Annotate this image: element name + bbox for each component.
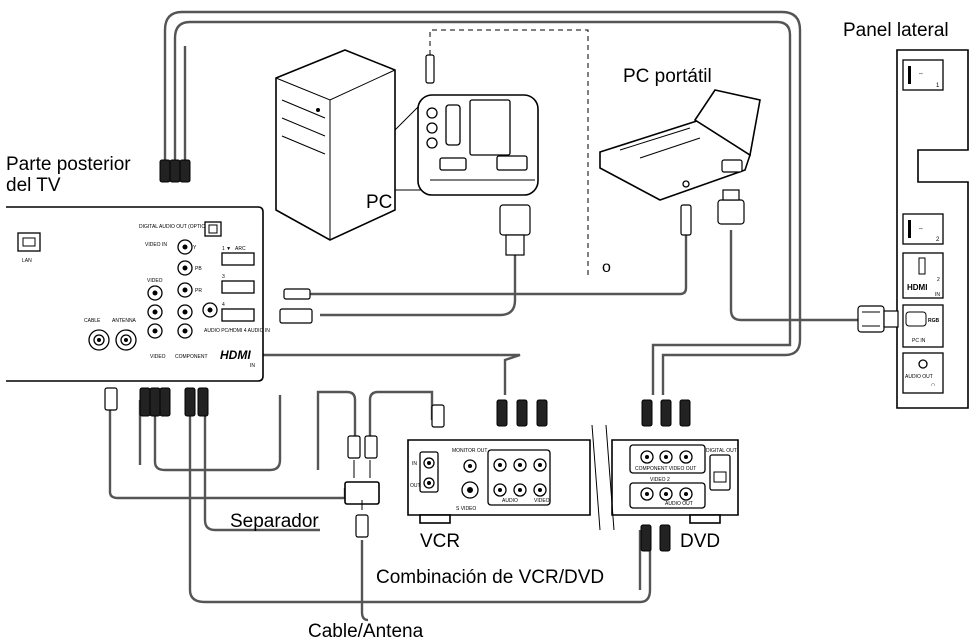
svg-text:AUDIO: AUDIO bbox=[502, 498, 518, 504]
svg-text:COMPONENT VIDEO OUT: COMPONENT VIDEO OUT bbox=[635, 466, 696, 472]
hdmi-port-2[interactable]: HDMI 2 IN bbox=[902, 252, 944, 299]
svg-text:PR: PR bbox=[195, 288, 202, 294]
svg-text:AUDIO OUT: AUDIO OUT bbox=[665, 501, 693, 507]
vcr-panel: IN OUT MONITOR OUT S VIDEO AUDIO VIDEO bbox=[410, 448, 551, 512]
side-panel-title: Panel lateral bbox=[843, 20, 949, 41]
svg-text:2: 2 bbox=[936, 237, 940, 243]
dvd-panel: COMPONENT VIDEO OUT VIDEO 2 AUDIO OUT DI… bbox=[629, 444, 737, 509]
svg-text:Y: Y bbox=[193, 245, 197, 251]
svg-text:LAN: LAN bbox=[22, 258, 32, 264]
hdmi-1-arc: 1 ▼ bbox=[222, 246, 231, 252]
usb-port-2[interactable]: 2 ⇔ bbox=[902, 213, 944, 245]
laptop-pc: PC portátil bbox=[599, 66, 761, 236]
dvd-audio-plug-l bbox=[640, 524, 652, 552]
desktop-pc: PC o bbox=[275, 49, 611, 276]
svg-text:ANTENNA: ANTENNA bbox=[112, 318, 137, 324]
antenna-in-jack[interactable] bbox=[115, 329, 137, 351]
cable-in-jack[interactable] bbox=[88, 329, 110, 351]
svg-text:CABLE: CABLE bbox=[84, 318, 101, 324]
svg-text:IN: IN bbox=[412, 461, 417, 467]
svg-text:4: 4 bbox=[222, 302, 225, 308]
vcr-label: VCR bbox=[420, 531, 460, 552]
svg-text:3: 3 bbox=[222, 274, 225, 280]
svg-text:MONITOR OUT: MONITOR OUT bbox=[452, 448, 487, 454]
audio-out-jack[interactable]: AUDIO OUT ∩ bbox=[902, 352, 944, 394]
rca-plugs-top bbox=[159, 159, 191, 183]
lan-port[interactable]: LAN bbox=[17, 232, 41, 264]
dvi-plug bbox=[499, 204, 531, 256]
svg-text:2: 2 bbox=[937, 277, 940, 283]
svg-text:PC IN: PC IN bbox=[912, 338, 926, 344]
usb-port-1[interactable]: 1 ⇔ bbox=[902, 59, 944, 91]
tv-rear-title-2: del TV bbox=[6, 175, 61, 196]
optical-out-port[interactable] bbox=[204, 221, 222, 237]
svg-text:ARC: ARC bbox=[235, 246, 246, 252]
svg-text:IN: IN bbox=[250, 363, 255, 369]
hdmi-ports[interactable]: 1 ▼ ARC 3 4 bbox=[221, 246, 255, 322]
svg-text:S VIDEO: S VIDEO bbox=[456, 506, 476, 512]
rca-plugs-bottom bbox=[104, 387, 209, 417]
tv-rear-panel: Parte posterior del TV LAN CABLE ANTENNA… bbox=[6, 154, 313, 417]
usb-icon: ⇔ bbox=[918, 71, 924, 77]
svg-text:AUDIO OUT: AUDIO OUT bbox=[905, 374, 933, 380]
svg-text:VIDEO IN: VIDEO IN bbox=[145, 242, 167, 248]
svg-text:VIDEO: VIDEO bbox=[147, 278, 163, 284]
svg-text:1: 1 bbox=[936, 83, 940, 89]
pc-back-ports bbox=[426, 99, 535, 181]
splitter-label: Separador bbox=[230, 511, 319, 532]
laptop-audio-plug bbox=[680, 204, 692, 236]
svg-text:DIGITAL AUDIO OUT (OPTICAL): DIGITAL AUDIO OUT (OPTICAL) bbox=[139, 224, 213, 230]
side-panel: Panel lateral 1 ⇔ 2 ⇔ HDMI 2 IN RGB bbox=[843, 20, 969, 409]
svg-text:PB: PB bbox=[195, 266, 202, 272]
rca-jacks-lower[interactable] bbox=[147, 285, 218, 339]
pc-label: PC bbox=[366, 192, 392, 213]
combo-label: Combinación de VCR/DVD bbox=[376, 567, 604, 588]
svg-text:DIGITAL OUT: DIGITAL OUT bbox=[706, 448, 737, 454]
audio-mini-plug bbox=[283, 288, 311, 300]
svg-text:VIDEO 2: VIDEO 2 bbox=[650, 477, 670, 483]
rca-jacks-upper[interactable]: PB PR Y bbox=[177, 239, 202, 298]
svg-text:OUT: OUT bbox=[410, 483, 421, 489]
tv-rear-title-1: Parte posterior bbox=[6, 154, 131, 175]
svg-text:IN: IN bbox=[935, 292, 940, 298]
vcr-dvd-combo: IN OUT MONITOR OUT S VIDEO AUDIO VIDEO C… bbox=[376, 399, 739, 588]
headphone-icon: ∩ bbox=[931, 382, 935, 388]
laptop-vga-plug bbox=[717, 189, 745, 225]
hdmi-plug bbox=[279, 308, 313, 324]
pc-audio-plug bbox=[425, 54, 435, 84]
svg-text:VIDEO: VIDEO bbox=[534, 498, 550, 504]
pc-in-rgb-port[interactable]: RGB PC IN bbox=[902, 304, 944, 348]
cable-antenna-label: Cable/Antena bbox=[308, 621, 424, 642]
splitter: Separador Cable/Antena bbox=[230, 435, 424, 642]
dvd-label: DVD bbox=[680, 531, 720, 552]
svg-text:COMPONENT: COMPONENT bbox=[175, 354, 208, 360]
rgb-plug bbox=[857, 305, 899, 333]
dvd-audio-plug-r bbox=[659, 524, 671, 552]
svg-text:HDMI: HDMI bbox=[220, 348, 251, 362]
svg-text:RGB: RGB bbox=[928, 318, 940, 324]
laptop-label: PC portátil bbox=[623, 66, 712, 87]
svg-text:HDMI: HDMI bbox=[907, 283, 927, 292]
video-label-bottom: VIDEO bbox=[150, 354, 166, 360]
or-label: o bbox=[602, 259, 611, 276]
usb-icon-2: ⇔ bbox=[918, 226, 924, 232]
svg-text:AUDIO PC/HDMI 4 AUDIO IN: AUDIO PC/HDMI 4 AUDIO IN bbox=[204, 328, 270, 334]
